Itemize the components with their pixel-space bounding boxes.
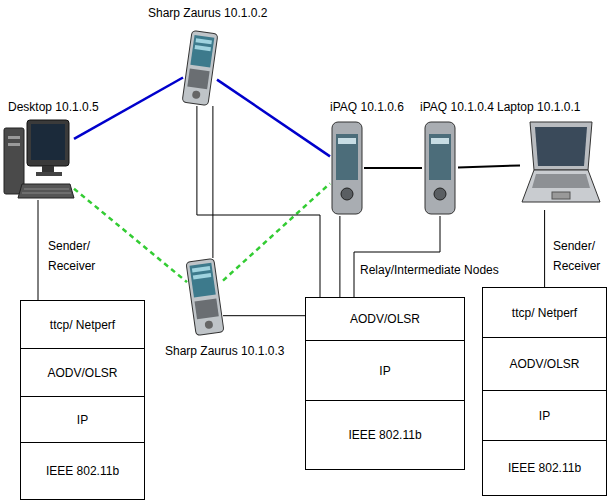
pda-device: Sharp Zaurus 10.1.0.2 <box>183 30 217 106</box>
protocol-layer-box: IEEE 802.11b <box>305 400 465 470</box>
stack-link <box>339 216 340 297</box>
laptop-device: Laptop 10.1.0.1 <box>520 118 602 210</box>
layer-label: AODV/OLSR <box>47 366 117 380</box>
pda-icon <box>182 31 218 106</box>
protocol-layer-box: ttcp/ Netperf <box>482 287 607 338</box>
layer-label: IEEE 802.11b <box>508 461 581 475</box>
role-label: Sender/ Receiver <box>48 236 108 276</box>
laptop-icon <box>522 122 600 202</box>
device-label: Desktop 10.1.0.5 <box>8 100 99 114</box>
protocol-layer-box: AODV/OLSR <box>20 348 145 397</box>
device-label: Sharp Zaurus 10.1.0.3 <box>165 344 284 358</box>
wireless-link <box>217 80 330 157</box>
stack-link <box>544 210 545 287</box>
layer-label: AODV/OLSR <box>509 357 579 371</box>
layer-label: IEEE 802.11b <box>348 428 421 442</box>
layer-label: IP <box>539 409 550 423</box>
wireless-link <box>458 165 520 167</box>
protocol-layer-box: IEEE 802.11b <box>20 442 145 500</box>
layer-label: AODV/OLSR <box>350 312 420 326</box>
pda-device: iPAQ 10.1.0.4 <box>422 120 458 216</box>
wireless-link <box>364 167 422 169</box>
stack-link <box>223 315 305 316</box>
protocol-layer-box: IP <box>305 340 465 401</box>
role-label: Relay/Intermediate Nodes <box>360 260 499 280</box>
stack-link <box>38 200 39 300</box>
desktop-icon <box>4 120 74 198</box>
stack-link <box>197 106 320 297</box>
pda-icon <box>186 258 224 335</box>
device-label: iPAQ 10.1.0.6 <box>330 100 404 114</box>
wireless-link <box>223 183 330 280</box>
protocol-layer-box: IP <box>482 390 607 441</box>
stack-link <box>212 106 213 258</box>
layer-label: ttcp/ Netperf <box>50 318 115 332</box>
role-label: Sender/ Receiver <box>553 236 607 276</box>
layer-label: ttcp/ Netperf <box>512 306 577 320</box>
protocol-layer-box: ttcp/ Netperf <box>20 300 145 349</box>
protocol-layer-box: AODV/OLSR <box>305 297 465 341</box>
desktop-device: Desktop 10.1.0.5 <box>2 118 74 200</box>
pda-icon <box>332 122 362 214</box>
device-label: iPAQ 10.1.0.4 <box>420 100 494 114</box>
pda-icon <box>425 122 455 214</box>
pda-device: Sharp Zaurus 10.1.0.3 <box>187 258 223 336</box>
protocol-layer-box: IEEE 802.11b <box>482 440 607 496</box>
layer-label: IP <box>77 413 88 427</box>
protocol-layer-box: AODV/OLSR <box>482 337 607 391</box>
device-label: Sharp Zaurus 10.1.0.2 <box>148 6 267 20</box>
stack-link <box>354 216 440 297</box>
device-label: Laptop 10.1.0.1 <box>497 100 580 114</box>
layer-label: IP <box>379 364 390 378</box>
layer-label: IEEE 802.11b <box>46 464 119 478</box>
pda-device: iPAQ 10.1.0.6 <box>330 120 364 216</box>
protocol-layer-box: IP <box>20 396 145 443</box>
